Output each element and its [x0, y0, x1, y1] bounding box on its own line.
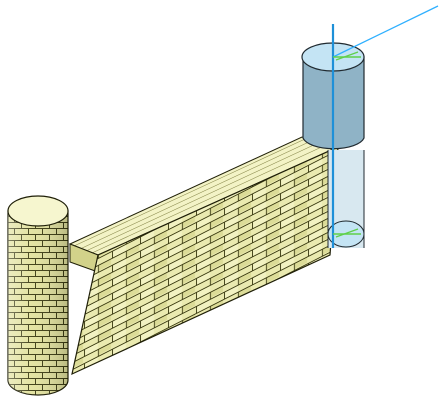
brick-column[interactable] [7, 195, 69, 396]
brick-wall-top-lines [73, 138, 327, 254]
transform-gizmo[interactable] [331, 5, 439, 248]
gizmo-bottom-green-marker-diag [335, 228, 359, 238]
brick-column-top [7, 195, 69, 227]
gizmo-top-green-marker-diag [335, 51, 359, 61]
brick-column-shading [8, 211, 68, 395]
brick-wall-front-face[interactable] [71, 146, 339, 376]
gizmo-diagonal-axis[interactable] [332, 5, 439, 58]
